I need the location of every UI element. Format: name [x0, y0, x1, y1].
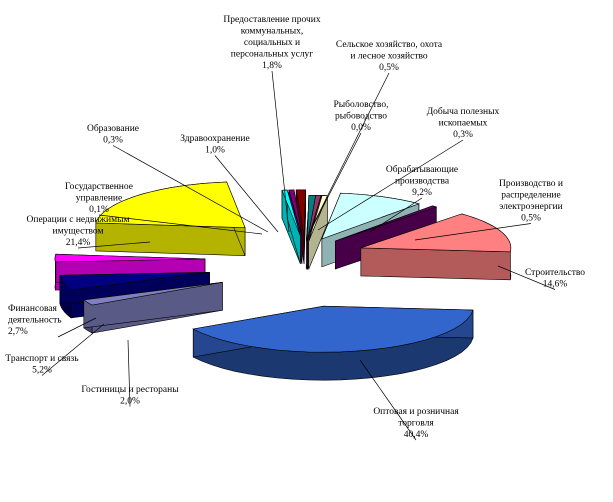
- slice-label-line: 0,1%: [89, 205, 109, 215]
- pie-slice: [192, 305, 474, 381]
- slice-label-line: социальных и: [244, 38, 300, 48]
- slice-label-line: деятельность: [8, 316, 62, 326]
- slice-label-line: 0,3%: [103, 136, 123, 146]
- slice-label-line: 14,6%: [543, 280, 568, 290]
- slice-label-line: Производство и: [499, 179, 563, 189]
- slice-label: Здравоохранение 1,0%: [180, 134, 249, 156]
- leader-line: [98, 214, 263, 235]
- slice-label-line: 0,5%: [521, 214, 541, 224]
- slice-label: Предоставление прочих коммунальных,социал…: [223, 15, 320, 71]
- slice-label-line: распределение: [501, 191, 561, 201]
- slice-label-line: Транспорт и связь: [5, 354, 79, 364]
- slice-label-line: 5,2%: [32, 366, 52, 376]
- leader-line: [127, 339, 131, 407]
- slice-label-line: 0,3%: [453, 130, 473, 140]
- leader-line: [112, 145, 269, 233]
- leader-lines: [41, 70, 556, 441]
- slice-label-line: Здравоохранение: [180, 134, 249, 144]
- slice-label-line: ископаемых: [439, 119, 488, 129]
- leader-line: [41, 323, 105, 376]
- slice-label-line: Образование: [87, 123, 139, 134]
- slice-label: Гостиницы и рестораны 2,0%: [81, 385, 179, 407]
- slice-label-line: коммунальных,: [241, 27, 304, 37]
- slice-label-line: Государственное: [65, 182, 133, 192]
- slice-label-line: Рыболовство,: [334, 99, 389, 110]
- leader-line: [57, 317, 97, 338]
- pie-slice: [360, 213, 512, 281]
- slice-label-line: и лесное хозяйство: [350, 51, 428, 62]
- leader-line: [414, 223, 532, 241]
- slice-label-line: персональных услуг: [231, 50, 314, 60]
- slice-label-line: Предоставление прочих: [223, 15, 320, 25]
- slice-label-line: имуществом: [53, 227, 104, 237]
- slice-label-line: производства: [395, 177, 450, 187]
- slice-label-line: управление: [76, 194, 123, 204]
- slice-label-line: Строительство: [525, 268, 585, 278]
- slice-label-line: Добыча полезных: [427, 106, 500, 117]
- pie-slices: [54, 181, 512, 381]
- slice-label-line: Обрабатывающие: [386, 164, 458, 175]
- slice-label: Образование 0,3%: [87, 123, 139, 146]
- slice-label-line: 2,0%: [120, 397, 140, 407]
- slice-label-line: 0,0%: [351, 123, 371, 133]
- leader-line: [214, 155, 279, 233]
- slice-label-line: 1,8%: [262, 61, 282, 71]
- slice-label-line: Гостиницы и рестораны: [81, 385, 179, 395]
- slice-label: Строительство 14,6%: [525, 268, 585, 290]
- slice-label-line: Оптовая и розничная: [373, 407, 459, 417]
- slice-label-line: 40,4%: [404, 430, 429, 440]
- slice-label-line: 9,2%: [412, 188, 432, 198]
- leader-line: [369, 197, 423, 233]
- leader-line: [310, 132, 362, 231]
- leader-line: [497, 265, 556, 290]
- slice-label-line: электроэнергии: [499, 202, 562, 212]
- leader-line: [271, 70, 290, 233]
- slice-label-line: 21,4%: [66, 238, 91, 248]
- slice-label-line: Финансовая: [8, 304, 58, 314]
- leader-line: [308, 72, 390, 234]
- slice-label-line: 1,0%: [205, 146, 225, 156]
- slice-label-line: Сельское хозяйство, охота: [336, 39, 443, 50]
- pie-slice: [95, 181, 246, 256]
- slice-labels: Предоставление прочих коммунальных,социал…: [5, 15, 585, 440]
- slice-label-line: рыбоводство: [335, 111, 387, 122]
- slice-label-line: 2,7%: [8, 327, 28, 337]
- slice-label-line: торговля: [398, 419, 434, 429]
- slice-label: Транспорт и связь 5,2%: [5, 354, 79, 376]
- leader-line: [77, 241, 151, 249]
- slice-label-line: Операции с недвижимым: [27, 215, 130, 225]
- leader-line: [359, 359, 417, 441]
- pie-slice: [82, 281, 223, 334]
- leader-line: [317, 139, 464, 231]
- slice-label-line: 0,5%: [379, 63, 399, 73]
